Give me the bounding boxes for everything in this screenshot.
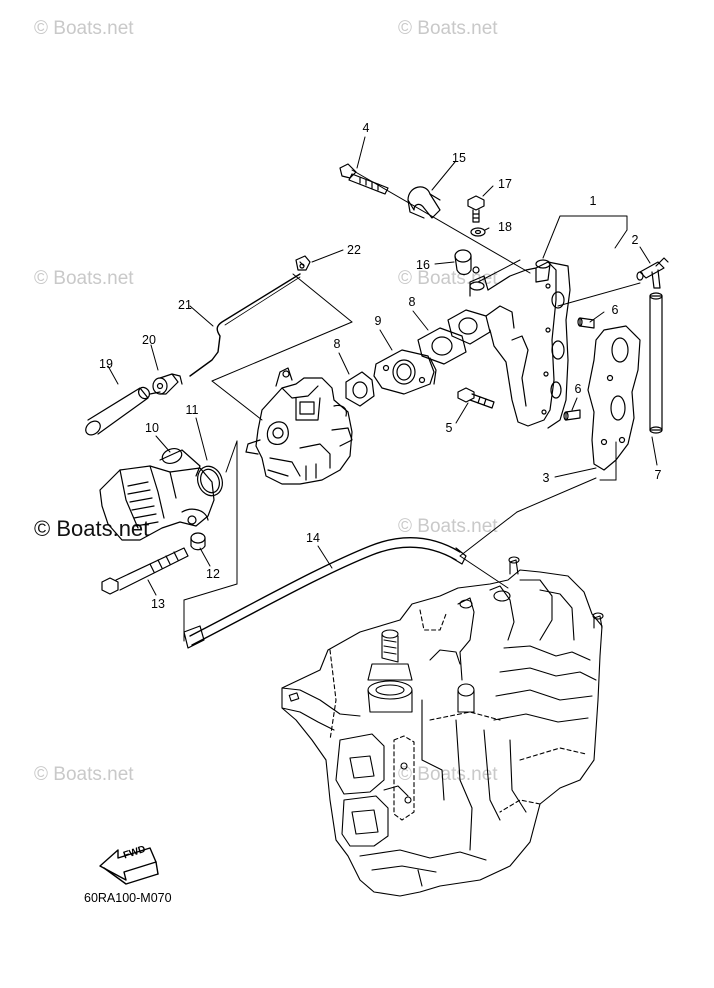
clamp-15 xyxy=(407,186,441,219)
callout-12: 12 xyxy=(206,567,220,581)
watermark: © Boats.net xyxy=(398,18,498,39)
watermark: © Boats.net xyxy=(398,268,498,289)
callout-21: 21 xyxy=(178,298,192,312)
dowel-6-lower xyxy=(563,409,581,421)
bolt-4 xyxy=(339,163,389,195)
clip-22 xyxy=(295,255,311,271)
intake-manifold-1 xyxy=(447,259,571,429)
watermark: © Boats.net xyxy=(34,764,134,785)
dowel-6-upper xyxy=(577,317,595,329)
callout-8-right: 8 xyxy=(408,295,416,309)
callout-17: 17 xyxy=(498,177,512,191)
callout-20: 20 xyxy=(142,333,156,347)
watermark-dark: © Boats.net xyxy=(34,516,150,541)
assembly-lines xyxy=(183,169,641,642)
hose-7 xyxy=(649,292,663,434)
callout-5: 5 xyxy=(445,421,453,435)
callout-9: 9 xyxy=(374,314,382,328)
callout-1: 1 xyxy=(589,194,597,208)
bolt-13 xyxy=(101,547,189,595)
callout-6-lower: 6 xyxy=(574,382,582,396)
callout-15: 15 xyxy=(452,151,466,165)
callout-6-upper: 6 xyxy=(611,303,619,317)
diagram-code: 60RA100-M070 xyxy=(84,891,172,905)
callout-16: 16 xyxy=(416,258,430,272)
fwd-arrow xyxy=(99,847,159,885)
engine-block xyxy=(281,556,604,897)
callout-19: 19 xyxy=(99,357,113,371)
callout-7: 7 xyxy=(654,468,662,482)
bolt-5 xyxy=(457,387,495,409)
bolt-17 xyxy=(467,195,485,223)
watermark: © Boats.net xyxy=(398,516,498,537)
collar-12 xyxy=(190,532,206,551)
grommet-16 xyxy=(454,249,472,276)
gasket-8-right xyxy=(417,327,467,365)
fitting-2 xyxy=(636,257,669,289)
callout-11: 11 xyxy=(185,403,199,417)
callout-18: 18 xyxy=(498,220,512,234)
callout-2: 2 xyxy=(631,233,639,247)
silencer-10 xyxy=(99,447,215,541)
gasket-8-left xyxy=(345,371,375,407)
callout-13: 13 xyxy=(151,597,165,611)
watermark: © Boats.net xyxy=(34,268,134,289)
gasket-3 xyxy=(587,325,641,471)
choke-rod-21 xyxy=(189,273,301,377)
callout-4: 4 xyxy=(362,121,370,135)
watermark: © Boats.net xyxy=(398,764,498,785)
callout-10: 10 xyxy=(145,421,159,435)
shaft-19 xyxy=(85,386,161,436)
knob-20 xyxy=(152,373,183,395)
callout-8-left: 8 xyxy=(333,337,341,351)
o-ring-11 xyxy=(197,465,223,497)
watermark: © Boats.net xyxy=(34,18,134,39)
callout-3: 3 xyxy=(542,471,550,485)
leader-lines xyxy=(107,136,658,596)
hose-14 xyxy=(183,537,467,649)
carburetor xyxy=(245,367,353,485)
washer-18 xyxy=(470,227,486,237)
callout-22: 22 xyxy=(347,243,361,257)
callout-14: 14 xyxy=(306,531,320,545)
insulator-9 xyxy=(373,349,437,395)
